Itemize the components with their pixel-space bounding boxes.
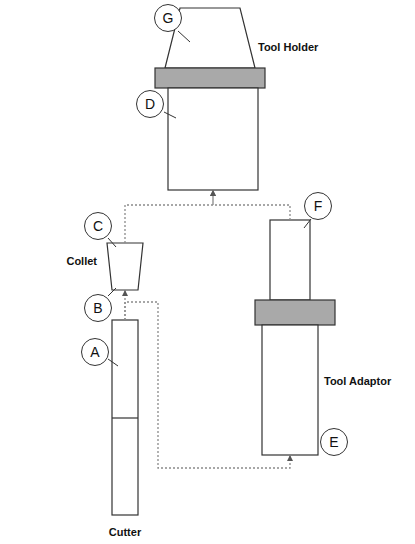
callout-circle: C <box>84 212 112 240</box>
callout-circle: G <box>154 4 182 32</box>
part-node: Tool Holder <box>155 8 265 190</box>
leader-line <box>108 288 116 296</box>
callout-letter: B <box>85 295 111 321</box>
adaptor-flange <box>255 300 335 325</box>
callout-circle: A <box>81 338 109 366</box>
holder-flange <box>155 68 265 88</box>
callout-letter: E <box>321 429 347 455</box>
dotted-connector <box>125 190 213 243</box>
holder-body <box>168 88 258 190</box>
collet-shape <box>107 243 143 290</box>
adaptor-body <box>262 325 318 455</box>
callout-letter: A <box>82 339 108 365</box>
cutter-divider <box>112 417 138 418</box>
part-node: Collet <box>107 243 143 290</box>
part-name: Cutter <box>72 526 178 539</box>
callout-letter: C <box>85 213 111 239</box>
callout-circle: F <box>304 192 332 220</box>
callout-letter: F <box>305 193 331 219</box>
cutter-shape <box>112 320 138 515</box>
part-node: Tool Adaptor <box>255 220 335 455</box>
callout-circle: B <box>84 294 112 322</box>
callout-letter: G <box>155 5 181 31</box>
leader-line <box>108 238 116 247</box>
adaptor-shank <box>270 220 310 300</box>
leader-line <box>304 219 311 228</box>
part-name: Collet <box>57 255 97 268</box>
callout-letter: D <box>137 91 163 117</box>
leader-line <box>178 31 190 42</box>
part-name: Tool Holder <box>258 41 348 54</box>
callout-circle: E <box>320 428 348 456</box>
dotted-connector <box>125 302 290 468</box>
part-name: Tool Adaptor <box>324 375 410 388</box>
callout-circle: D <box>136 90 164 118</box>
part-node: Cutter <box>112 320 138 515</box>
dotted-connector <box>213 190 290 220</box>
leader-line <box>108 359 118 366</box>
leader-line <box>164 112 176 118</box>
